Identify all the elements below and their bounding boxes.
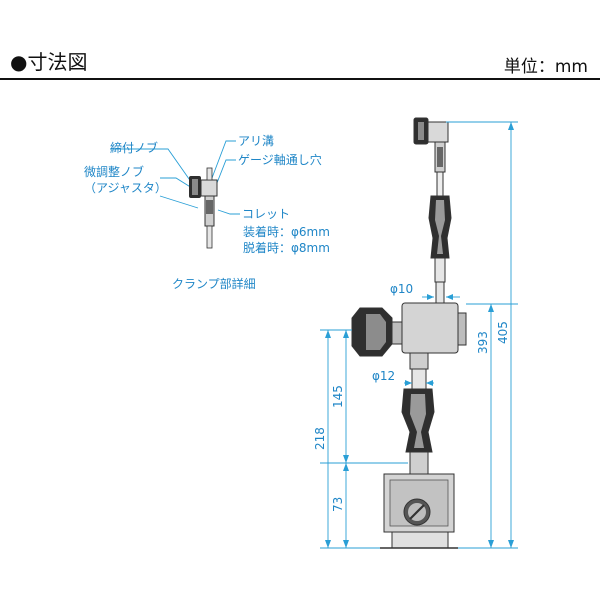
clamp-detail: 締付ノブ 微調整ノブ （アジャスタ） アリ溝 ゲージ軸通し穴 コレット 装着時：…: [84, 134, 330, 291]
label-removed-size: 脱着時：φ8mm: [243, 240, 330, 255]
magnetic-base: [380, 473, 458, 549]
dim-405: 405: [496, 321, 510, 344]
callout-line-dovetail: [211, 140, 236, 179]
top-clamp: [413, 117, 449, 197]
dim-phi10: φ10: [390, 282, 413, 296]
label-mounted-size: 装着時：φ6mm: [243, 224, 330, 239]
callout-line-tightening-knob: [110, 148, 195, 187]
main-clamp: [351, 302, 467, 370]
label-gauge-shaft-hole: ゲージ軸通し穴: [238, 152, 322, 167]
dimension-texts: φ10 φ12 393 405 145 218 73: [313, 282, 510, 512]
dim-393: 393: [476, 331, 490, 354]
dim-218: 218: [313, 427, 327, 450]
label-tightening-knob: 締付ノブ: [110, 140, 158, 155]
callout-line-gauge-hole: [214, 159, 236, 189]
dim-73: 73: [331, 497, 345, 512]
upper-arm: [428, 195, 452, 305]
callout-line-fine-adjust: [160, 177, 193, 189]
dim-145: 145: [331, 385, 345, 408]
lower-arm: [401, 368, 435, 475]
clamp-detail-part: [189, 167, 218, 249]
label-dovetail: アリ溝: [238, 134, 274, 148]
label-collet: コレット: [242, 207, 290, 221]
clamp-detail-caption: クランプ部詳細: [172, 276, 256, 291]
dim-phi12: φ12: [372, 369, 395, 383]
callout-line-collet: [217, 209, 240, 215]
unit-label: 単位：mm: [503, 57, 588, 77]
drawing-title: ●寸法図: [10, 50, 88, 74]
callout-line-fine-adjust-2: [159, 195, 199, 209]
label-fine-adjust-knob: 微調整ノブ: [84, 164, 144, 179]
label-adjuster: （アジャスタ）: [84, 181, 167, 195]
header-rule: [0, 78, 600, 80]
main-stand: [351, 117, 467, 549]
dimension-lines: [320, 121, 518, 549]
